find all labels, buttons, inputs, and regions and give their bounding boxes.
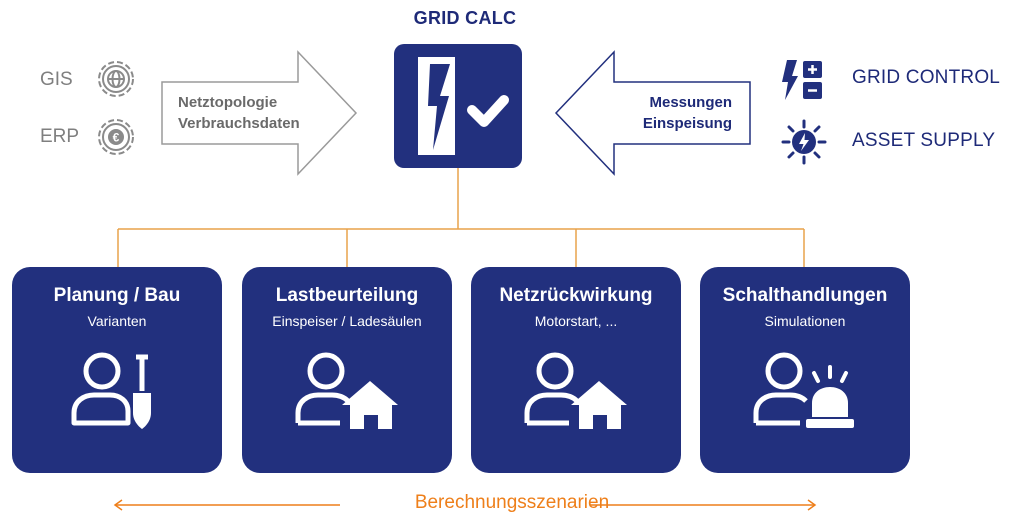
card-schalthandlungen: Schalthandlungen Simulationen (700, 267, 910, 473)
netztopologie-label: Netztopologie (178, 94, 278, 111)
grid-control-label: GRID CONTROL (852, 67, 1001, 88)
berechnungsszenarien-label: Berechnungsszenarien (414, 492, 610, 513)
input-arrow-left (554, 50, 751, 176)
grid-calc-box (394, 44, 522, 168)
card-title: Lastbeurteilung (275, 285, 419, 306)
card-title: Schalthandlungen (722, 285, 888, 306)
person-house-icon (524, 352, 627, 429)
lightning-check-icon (418, 57, 509, 155)
card-lastbeurteilung: Lastbeurteilung Einspeiser / Ladesäulen (242, 267, 452, 473)
card-title: Planung / Bau (53, 285, 181, 306)
asset-supply-label: ASSET SUPPLY (852, 130, 996, 151)
globe-gear-icon (98, 61, 134, 97)
card-subtitle: Einspeiser / Ladesäulen (272, 313, 422, 329)
card-subtitle: Simulationen (764, 313, 846, 329)
grid-calc-title: GRID CALC (413, 8, 517, 28)
card-subtitle: Varianten (87, 313, 147, 329)
card-netzrueckwirkung: Netzrückwirkung Motorstart, ... (471, 267, 681, 473)
card-title: Netzrückwirkung (499, 285, 653, 306)
verbrauchsdaten-label: Verbrauchsdaten (178, 115, 300, 132)
scenario-range-arrow (113, 499, 817, 511)
sun-lightning-icon (781, 119, 827, 165)
person-house-icon (295, 352, 398, 429)
card-subtitle: Motorstart, ... (534, 313, 618, 329)
input-arrow-right (161, 50, 358, 176)
einspeisung-label: Einspeisung (642, 115, 732, 132)
left-arrow-text: Netztopologie Verbrauchsdaten (178, 92, 328, 134)
person-alarm-icon (753, 352, 854, 428)
messungen-label: Messungen (649, 94, 732, 111)
lightning-plus-minus-icon (782, 60, 822, 100)
person-shovel-icon (71, 352, 151, 429)
right-arrow-text: Messungen Einspeisung (600, 92, 732, 134)
card-planung-bau: Planung / Bau Varianten (12, 267, 222, 473)
svg-text:€: € (113, 131, 120, 145)
gis-label: GIS (40, 69, 73, 90)
euro-gear-icon: € (98, 119, 134, 155)
erp-label: ERP (40, 126, 80, 147)
